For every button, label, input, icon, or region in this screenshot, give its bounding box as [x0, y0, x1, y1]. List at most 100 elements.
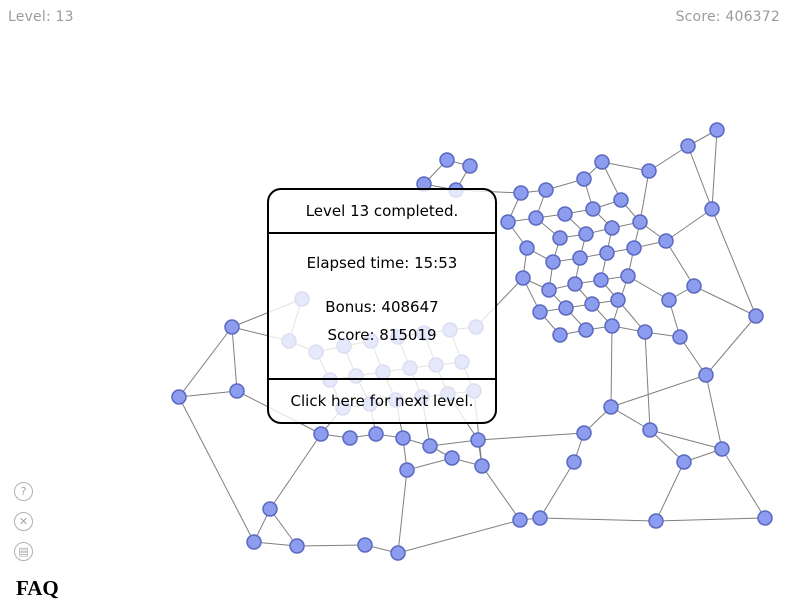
- graph-node[interactable]: [552, 327, 568, 343]
- final-score-value: Score: 815019: [327, 326, 437, 344]
- graph-node[interactable]: [557, 206, 573, 222]
- graph-node[interactable]: [658, 233, 674, 249]
- graph-node[interactable]: [603, 399, 619, 415]
- graph-node[interactable]: [584, 296, 600, 312]
- graph-node[interactable]: [576, 171, 592, 187]
- graph-node[interactable]: [439, 152, 455, 168]
- graph-node[interactable]: [576, 425, 592, 441]
- graph-node[interactable]: [545, 254, 561, 270]
- graph-node[interactable]: [246, 534, 262, 550]
- close-icon[interactable]: ✕: [14, 512, 33, 531]
- graph-node[interactable]: [342, 430, 358, 446]
- graph-node[interactable]: [171, 389, 187, 405]
- graph-node[interactable]: [572, 250, 588, 266]
- graph-node[interactable]: [474, 458, 490, 474]
- graph-node[interactable]: [686, 278, 702, 294]
- graph-node[interactable]: [566, 454, 582, 470]
- graph-node[interactable]: [632, 214, 648, 230]
- side-icon-bar: ? ✕ ▤: [14, 482, 33, 561]
- graph-node[interactable]: [532, 304, 548, 320]
- graph-node[interactable]: [462, 158, 478, 174]
- graph-node[interactable]: [515, 270, 531, 286]
- graph-node[interactable]: [578, 322, 594, 338]
- help-icon[interactable]: ?: [14, 482, 33, 501]
- graph-node[interactable]: [604, 220, 620, 236]
- graph-edge: [665, 240, 695, 287]
- graph-node[interactable]: [613, 192, 629, 208]
- graph-node[interactable]: [585, 201, 601, 217]
- graph-node[interactable]: [552, 230, 568, 246]
- graph-node[interactable]: [289, 538, 305, 554]
- graph-edge: [665, 208, 713, 242]
- graph-node[interactable]: [224, 319, 240, 335]
- graph-node[interactable]: [313, 426, 329, 442]
- graph-node[interactable]: [661, 292, 677, 308]
- graph-node[interactable]: [512, 512, 528, 528]
- graph-edge: [231, 326, 238, 392]
- graph-edge: [649, 429, 723, 450]
- graph-node[interactable]: [513, 185, 529, 201]
- graph-node[interactable]: [399, 462, 415, 478]
- graph-edge: [711, 208, 757, 317]
- graph-node[interactable]: [704, 201, 720, 217]
- level-indicator: Level: 13: [8, 9, 74, 25]
- graph-node[interactable]: [593, 272, 609, 288]
- graph-edge: [429, 439, 479, 447]
- graph-node[interactable]: [709, 122, 725, 138]
- graph-node[interactable]: [541, 282, 557, 298]
- graph-node[interactable]: [620, 268, 636, 284]
- graph-edge: [644, 331, 651, 431]
- graph-edge: [627, 275, 670, 301]
- graph-node[interactable]: [229, 383, 245, 399]
- graph-node[interactable]: [680, 138, 696, 154]
- graph-edge: [178, 396, 255, 543]
- graph-edge: [601, 161, 650, 172]
- level-complete-dialog: Level 13 completed. Elapsed time: 15:53 …: [267, 188, 497, 424]
- graph-node[interactable]: [626, 240, 642, 256]
- next-level-button[interactable]: Click here for next level.: [269, 378, 495, 422]
- graph-node[interactable]: [676, 454, 692, 470]
- graph-node[interactable]: [368, 426, 384, 442]
- graph-node[interactable]: [470, 432, 486, 448]
- graph-node[interactable]: [538, 182, 554, 198]
- graph-node[interactable]: [604, 318, 620, 334]
- graph-edge: [477, 432, 585, 441]
- graph-node[interactable]: [757, 510, 773, 526]
- list-icon[interactable]: ▤: [14, 542, 33, 561]
- graph-node[interactable]: [558, 300, 574, 316]
- graph-edge: [296, 544, 366, 547]
- graph-node[interactable]: [357, 537, 373, 553]
- graph-node[interactable]: [672, 329, 688, 345]
- graph-edge: [539, 517, 657, 522]
- graph-node[interactable]: [748, 308, 764, 324]
- graph-node[interactable]: [519, 240, 535, 256]
- graph-node[interactable]: [698, 367, 714, 383]
- graph-edge: [178, 390, 238, 398]
- graph-edge: [639, 170, 650, 223]
- score-indicator: Score: 406372: [675, 9, 780, 25]
- graph-node[interactable]: [714, 441, 730, 457]
- graph-node[interactable]: [594, 154, 610, 170]
- graph-node[interactable]: [532, 510, 548, 526]
- graph-node[interactable]: [648, 513, 664, 529]
- graph-edge: [705, 315, 757, 376]
- graph-edge: [178, 326, 233, 398]
- graph-node[interactable]: [528, 210, 544, 226]
- graph-node[interactable]: [567, 276, 583, 292]
- graph-node[interactable]: [390, 545, 406, 561]
- graph-node[interactable]: [637, 324, 653, 340]
- graph-node[interactable]: [422, 438, 438, 454]
- graph-node[interactable]: [641, 163, 657, 179]
- graph-node[interactable]: [444, 450, 460, 466]
- graph-node[interactable]: [642, 422, 658, 438]
- graph-node[interactable]: [500, 214, 516, 230]
- graph-node[interactable]: [395, 430, 411, 446]
- graph-node[interactable]: [262, 501, 278, 517]
- faq-link[interactable]: FAQ: [16, 576, 59, 600]
- graph-node[interactable]: [610, 292, 626, 308]
- graph-edge: [406, 457, 453, 471]
- graph-node[interactable]: [578, 226, 594, 242]
- graph-node[interactable]: [599, 245, 615, 261]
- graph-edge: [687, 145, 713, 210]
- graph-edge: [693, 285, 757, 317]
